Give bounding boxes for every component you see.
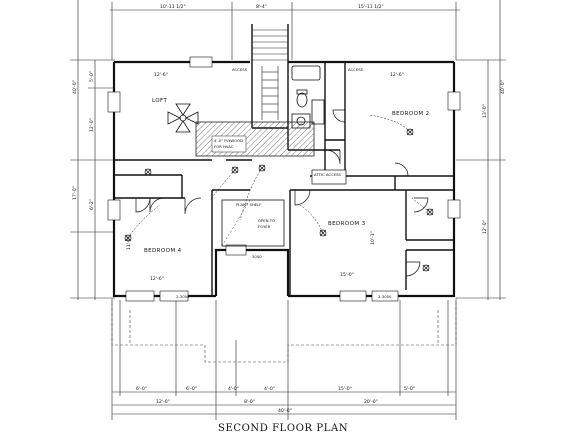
- dim-bed3-depth: 10'-1": [370, 231, 376, 245]
- dim-right-b: 12'-0": [482, 220, 488, 234]
- dim-loft-width: 12'-6": [154, 72, 168, 78]
- dim-bed3-width: 15'-0": [340, 272, 354, 278]
- windows: [107, 56, 461, 302]
- drawing-title: SECOND FLOOR PLAN: [218, 423, 348, 432]
- bath-fixtures: [291, 65, 325, 129]
- dim-left-c: 17'-0": [72, 186, 78, 200]
- note-open-to-foyer: OPEN TO: [258, 218, 275, 223]
- note-plant-shelf: PLANT SHELF: [236, 202, 261, 207]
- dim-bed4-width: 12'-6": [150, 276, 164, 282]
- dim-bottom-row2-left: 12'-0": [156, 399, 170, 405]
- room-label-bedroom-3: BEDROOM 3: [328, 221, 366, 227]
- roof-overhang-outline: [111, 298, 457, 363]
- dimension-labels: 10'-11 1/2" 8'-4" 15'-11 1/2" 40'-0" 5'-…: [72, 4, 506, 414]
- note-plywood-hvac-line2: FOR HVAC: [214, 144, 234, 149]
- note-attic-access: ATTIC ACCESS: [314, 172, 341, 177]
- dim-left-overall: 40'-0": [72, 80, 78, 94]
- dim-bed2-width: 12'-6": [390, 72, 404, 78]
- dim-bottom-5: 15'-0": [338, 386, 352, 392]
- dim-right-overall: 40'-0": [500, 80, 506, 94]
- dim-bottom-overall: 40'-0": [278, 408, 292, 414]
- door-swings: [135, 109, 429, 277]
- plan-notes: 4'-0" PLYWOOD FOR HVAC OPEN TO FOYER ATT…: [214, 67, 364, 229]
- note-plywood-hvac: 4'-0" PLYWOOD: [214, 138, 243, 143]
- switch-wiring: [127, 114, 431, 239]
- room-label-bedroom-4: BEDROOM 4: [144, 248, 182, 254]
- note-access-left: ACCESS: [232, 67, 248, 72]
- note-access-right: ACCESS: [348, 67, 364, 72]
- dim-top-left: 10'-11 1/2": [160, 4, 186, 10]
- open-to-foyer-area: [221, 199, 285, 247]
- plywood-note-box: [211, 135, 247, 153]
- dim-bottom-row2-right: 20'-0": [364, 399, 378, 405]
- room-label-loft: LOFT: [152, 98, 167, 104]
- dim-bed4-depth: 11'-6": [126, 236, 132, 250]
- dim-right-a: 13'-0": [482, 104, 488, 118]
- note-open-to-foyer-line2: FOYER: [258, 224, 271, 229]
- dim-left-a: 5'-0": [89, 71, 95, 82]
- dim-bottom-4: 4'-0": [264, 386, 275, 392]
- room-labels: LOFT BEDROOM 2 BEDROOM 3 BEDROOM 4: [144, 98, 430, 254]
- dim-bottom-6: 5'-0": [404, 386, 415, 392]
- dim-bottom-1: 6'-0": [136, 386, 147, 392]
- dim-bottom-2: 6'-0": [186, 386, 197, 392]
- dim-top-center: 8'-4": [256, 4, 267, 10]
- dim-window-bed3: 2-3050: [378, 294, 392, 299]
- ceiling-fan-icon: [167, 103, 199, 133]
- room-label-bedroom-2: BEDROOM 2: [392, 111, 430, 117]
- dim-left-b: 12'-0": [89, 118, 95, 132]
- dim-top-right: 15'-11 1/2": [358, 4, 384, 10]
- stair-treads: [252, 29, 288, 120]
- dim-left-d: 6'-2": [89, 199, 95, 210]
- attic-access-box: [311, 169, 347, 185]
- interior-walls: [114, 24, 454, 296]
- dim-window-hall: 3050: [252, 254, 262, 259]
- dim-window-bed4: 2-3050: [176, 294, 190, 299]
- dim-bottom-row2-mid: 8'-0": [244, 399, 255, 405]
- dim-bottom-3: 4'-0": [228, 386, 239, 392]
